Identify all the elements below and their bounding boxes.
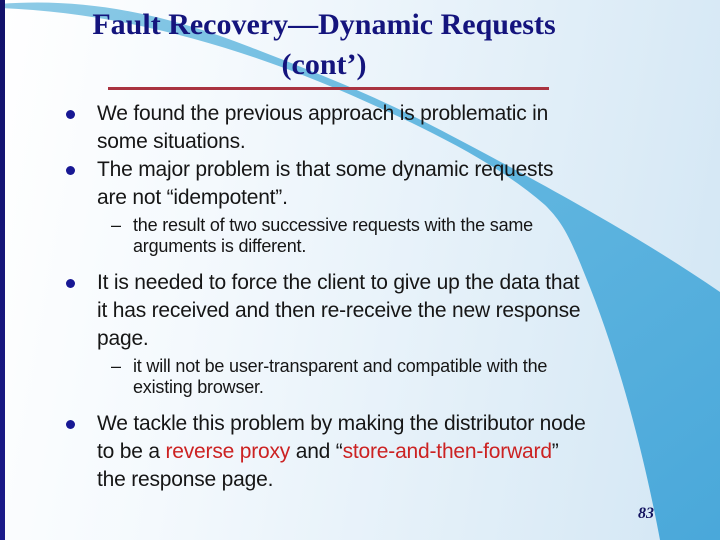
bullet-text: We found the previous approach is proble… xyxy=(97,100,548,156)
page-number: 83 xyxy=(638,505,654,522)
text-segment: it will not be user-transparent and comp… xyxy=(133,356,548,376)
sub-bullet-item: –the result of two successive requests w… xyxy=(111,215,706,257)
text-segment: ” xyxy=(551,440,559,463)
bullet-dot-icon xyxy=(66,166,75,175)
text-segment: page. xyxy=(97,327,149,350)
text-line: The major problem is that some dynamic r… xyxy=(97,156,553,184)
bullet-text: It is needed to force the client to give… xyxy=(97,269,581,353)
text-segment: and “ xyxy=(290,440,343,463)
text-line: the result of two successive requests wi… xyxy=(133,215,533,236)
bullet-dot-icon xyxy=(66,279,75,288)
text-line: We found the previous approach is proble… xyxy=(97,100,548,128)
sub-dash-icon: – xyxy=(111,356,122,376)
bullet-item: The major problem is that some dynamic r… xyxy=(66,156,706,212)
text-segment: The major problem is that some dynamic r… xyxy=(97,158,554,181)
bullet-item: We found the previous approach is proble… xyxy=(66,100,706,156)
highlighted-text: reverse proxy xyxy=(165,440,291,463)
bullet-item: It is needed to force the client to give… xyxy=(66,269,706,353)
bullet-list: We found the previous approach is proble… xyxy=(66,100,706,494)
bullet-text: the result of two successive requests wi… xyxy=(133,215,533,257)
text-line: We tackle this problem by making the dis… xyxy=(97,410,586,438)
text-line: page. xyxy=(97,325,580,353)
text-segment: We tackle this problem by making the dis… xyxy=(97,412,586,435)
text-line: It is needed to force the client to give… xyxy=(97,269,580,297)
text-line: the response page. xyxy=(97,466,586,494)
title-underline xyxy=(108,87,549,90)
bullet-text: The major problem is that some dynamic r… xyxy=(97,156,553,212)
bullet-text: We tackle this problem by making the dis… xyxy=(97,410,586,494)
text-segment: to be a xyxy=(97,440,166,463)
sub-bullet-item: –it will not be user-transparent and com… xyxy=(111,356,706,398)
text-segment: We found the previous approach is proble… xyxy=(97,102,549,125)
text-line: it has received and then re-receive the … xyxy=(97,297,581,325)
text-segment: the response page. xyxy=(97,468,274,491)
text-line: arguments is different. xyxy=(133,236,533,257)
bullet-dot-icon xyxy=(66,420,75,429)
bullet-text: it will not be user-transparent and comp… xyxy=(133,356,547,398)
bullet-item: We tackle this problem by making the dis… xyxy=(66,410,706,494)
text-line: to be a reverse proxy and “store-and-the… xyxy=(97,438,586,466)
text-line: existing browser. xyxy=(133,377,547,398)
highlighted-text: store-and-then-forward xyxy=(342,440,552,463)
text-segment: it has received and then re-receive the … xyxy=(97,299,581,322)
text-line: some situations. xyxy=(97,128,548,156)
sub-dash-icon: – xyxy=(111,215,122,235)
text-segment: some situations. xyxy=(97,130,246,153)
text-line: it will not be user-transparent and comp… xyxy=(133,356,547,377)
text-segment: are not “idempotent”. xyxy=(97,186,288,209)
bullet-dot-icon xyxy=(66,110,75,119)
slide-title-line1: Fault Recovery—Dynamic Requests xyxy=(92,8,556,41)
text-segment: existing browser. xyxy=(133,377,264,397)
text-segment: arguments is different. xyxy=(133,236,307,256)
left-edge-bar xyxy=(0,0,5,540)
slide-title-line2: (cont’) xyxy=(281,48,367,81)
text-line: are not “idempotent”. xyxy=(97,184,553,212)
slide-title: Fault Recovery—Dynamic Requests (cont’) xyxy=(60,5,588,85)
text-segment: It is needed to force the client to give… xyxy=(97,271,580,294)
text-segment: the result of two successive requests wi… xyxy=(133,215,533,235)
